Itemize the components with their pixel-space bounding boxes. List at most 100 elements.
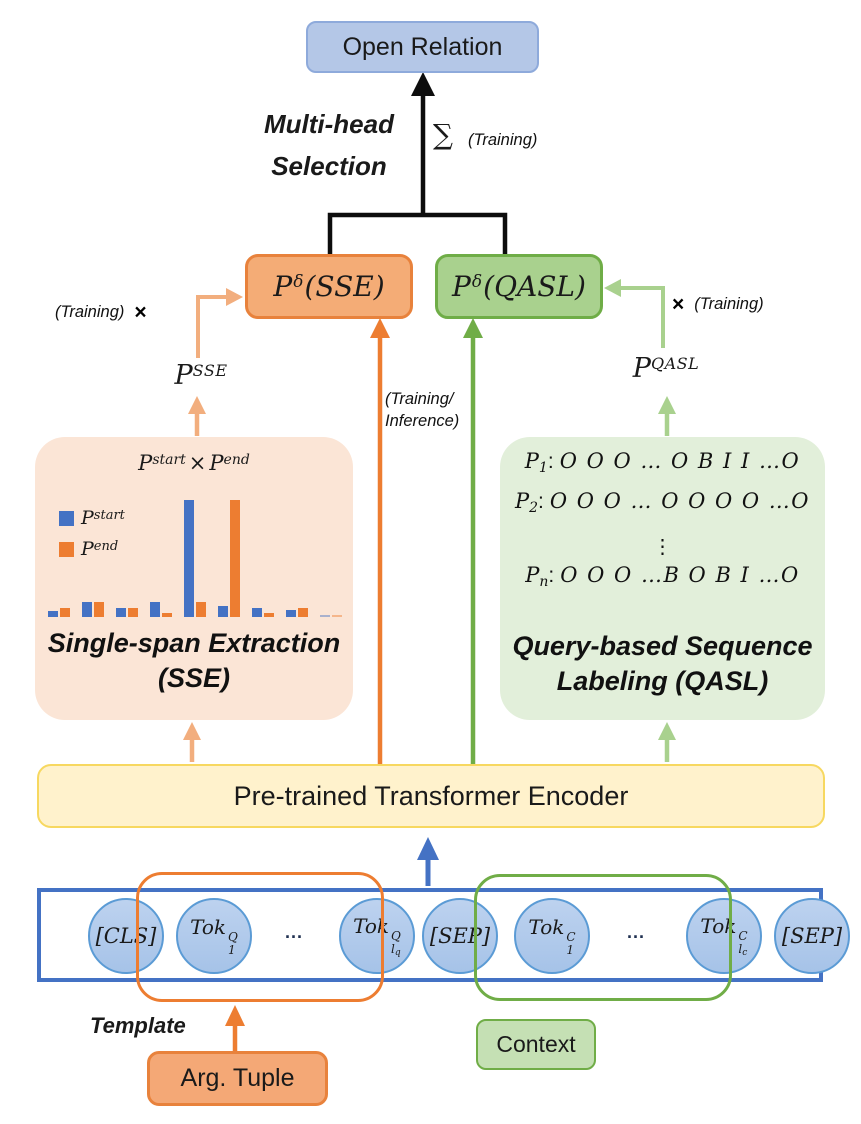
- template-label: Template: [90, 1013, 186, 1038]
- qasl-row-2: P2:O O O … O O O O …O: [514, 489, 811, 516]
- sse-caption: Single-span Extraction (SSE): [35, 626, 353, 696]
- training-inference-line1: (Training/: [385, 390, 454, 408]
- legend-entry-pend: Pend: [59, 538, 125, 560]
- bar-end-7: [264, 613, 274, 617]
- bar-end-5: [196, 602, 206, 617]
- left-training-note: (Training) ×: [55, 302, 147, 323]
- qasl-weight-arrow-head: [604, 279, 621, 297]
- bar-start-9: [320, 615, 330, 617]
- encoder-label: Pre-trained Transformer Encoder: [233, 780, 629, 811]
- prob-sse-text: Pδ(SSE): [273, 270, 385, 303]
- bar-start-4: [150, 602, 160, 617]
- token-sep: [SEP]: [422, 898, 498, 974]
- encoder-to-sse-head: [370, 318, 390, 338]
- token-cls: [CLS]: [88, 898, 164, 974]
- sse-caption-line2: (SSE): [157, 663, 230, 694]
- qasl-caption-line2: Labeling (QASL): [556, 666, 769, 697]
- multihead-line2: Selection: [271, 151, 387, 182]
- sse-weight-elbow: [196, 295, 227, 358]
- pend-label: Pend: [81, 538, 119, 560]
- right-training-text: (Training): [694, 295, 764, 313]
- bar-end-9: [332, 615, 342, 617]
- bar-start-6: [218, 606, 228, 617]
- pstart-swatch: [59, 510, 74, 526]
- token-ellipsis: ...: [284, 922, 303, 942]
- p-sse-label: PSSE: [174, 360, 228, 391]
- chart-title-p2: P: [209, 451, 224, 475]
- bar-start-5: [184, 500, 194, 617]
- legend-entry-pstart: Pstart: [59, 507, 125, 529]
- training-inference-note: (Training/ Inference): [385, 389, 459, 433]
- sse-to-plabel-head: [188, 396, 206, 414]
- bar-end-8: [298, 608, 308, 617]
- qasl-caption: Query-based Sequence Labeling (QASL): [500, 629, 825, 699]
- sse-weight-arrow-head: [226, 288, 243, 306]
- bar-start-8: [286, 610, 296, 617]
- chart-title-sup2: end: [223, 452, 250, 468]
- p-qasl-label: PQASL: [632, 353, 700, 384]
- chart-title: Pstart×Pend: [35, 451, 353, 475]
- arg-tuple-label: Arg. Tuple: [180, 1064, 295, 1092]
- arg-tuple-box: Arg. Tuple: [147, 1051, 328, 1106]
- encoder-to-qasl-panel-head: [658, 722, 676, 740]
- open-relation-box: Open Relation: [306, 21, 539, 73]
- bar-end-6: [230, 500, 240, 617]
- open-relation-label: Open Relation: [342, 32, 503, 61]
- bar-end-1: [60, 608, 70, 617]
- context-box: Context: [476, 1019, 596, 1070]
- qasl-weight-elbow: [620, 286, 665, 348]
- token-sep: [SEP]: [774, 898, 850, 974]
- qasl-panel: P1:O O O … O B I I …O P2:O O O … O O O O …: [500, 437, 825, 720]
- encoder-to-sse-panel-head: [183, 722, 201, 740]
- sse-mini-bar-chart: Pstart×Pend Pstart Pend: [35, 437, 353, 720]
- bar-start-1: [48, 611, 58, 617]
- qasl-row-1: P1:O O O … O B I I …O: [524, 449, 801, 476]
- encoder-box: Pre-trained Transformer Encoder: [37, 764, 825, 828]
- sum-arrow-head: [411, 72, 435, 96]
- qasl-to-plabel-head: [658, 396, 676, 414]
- chart-title-times: ×: [188, 451, 207, 475]
- prob-sse-box: Pδ(SSE): [245, 254, 413, 319]
- multihead-selection-label: Multi-head Selection: [240, 103, 418, 187]
- sse-panel: Pstart×Pend Pstart Pend Single-span Extr…: [35, 437, 353, 720]
- pend-swatch: [59, 541, 74, 557]
- sse-caption-line1: Single-span Extraction: [47, 628, 341, 658]
- tokens-to-encoder-head: [417, 837, 439, 860]
- encoder-to-qasl-head: [463, 318, 483, 338]
- template-token-group: [136, 872, 384, 1002]
- qasl-vdots: ⋮: [652, 534, 673, 558]
- chart-legend: Pstart Pend: [59, 507, 125, 569]
- right-times-sign: ×: [672, 293, 685, 316]
- qasl-caption-line1: Query-based Sequence: [512, 631, 813, 661]
- training-inference-line2: Inference): [385, 411, 460, 430]
- bar-start-3: [116, 608, 126, 617]
- prob-qasl-text: Pδ(QASL): [452, 270, 586, 303]
- token-ellipsis: ...: [626, 922, 645, 942]
- left-times-sign: ×: [134, 301, 147, 324]
- multihead-line1: Multi-head: [264, 109, 394, 139]
- bar-start-7: [252, 608, 262, 617]
- qasl-row-n: Pn:O O O …B O B I …O: [525, 563, 800, 590]
- argtuple-arrow-head: [225, 1005, 245, 1026]
- bar-start-2: [82, 602, 92, 617]
- junction-line: [327, 212, 508, 256]
- context-token-group: [474, 874, 732, 1001]
- chart-title-p1: P: [138, 451, 153, 475]
- qasl-sequences: P1:O O O … O B I I …O P2:O O O … O O O O …: [500, 449, 825, 603]
- bar-end-3: [128, 608, 138, 617]
- context-label: Context: [496, 1031, 576, 1057]
- bar-end-4: [162, 613, 172, 617]
- prob-qasl-box: Pδ(QASL): [435, 254, 603, 319]
- sum-symbol: ∑: [433, 118, 453, 151]
- pstart-label: Pstart: [81, 507, 125, 529]
- right-training-note: × (Training): [672, 294, 764, 315]
- bar-end-2: [94, 602, 104, 617]
- left-training-text: (Training): [55, 303, 125, 321]
- sum-training-note: (Training): [468, 131, 538, 149]
